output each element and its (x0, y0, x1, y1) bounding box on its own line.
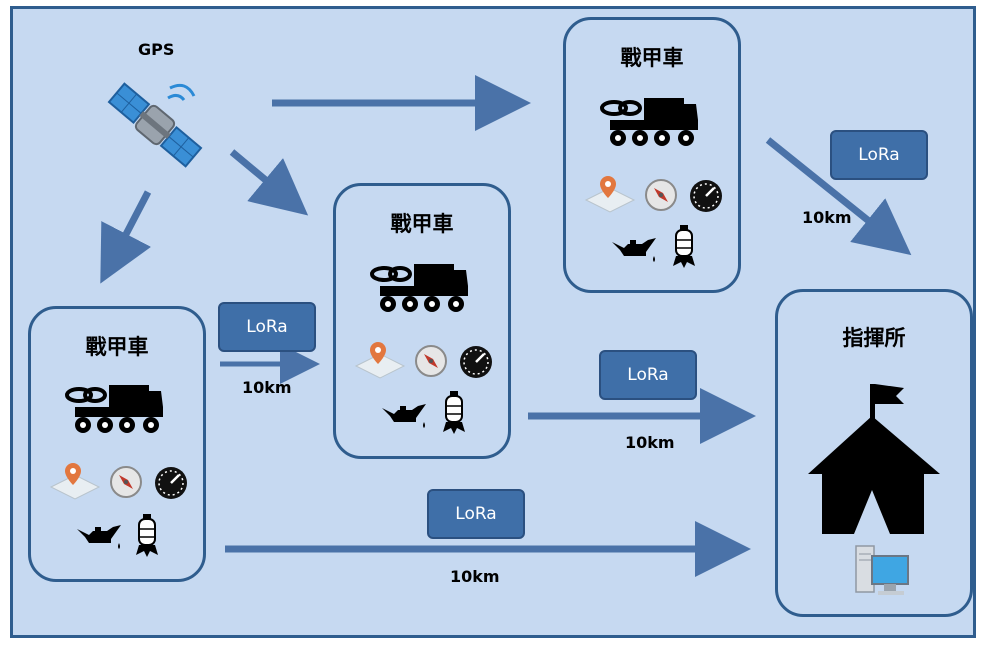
command-post-box: 指揮所 (775, 289, 973, 617)
distance-label: 10km (625, 433, 675, 452)
arrow-gps-to-vehicle-1 (100, 190, 152, 284)
lora-box: LoRa (830, 130, 928, 180)
speedometer-icon (460, 346, 492, 378)
compass-icon (645, 179, 677, 211)
vehicle-box-1: 戰甲車 (28, 306, 206, 582)
truck-icon (65, 385, 163, 433)
lora-box: LoRa (599, 350, 697, 400)
satellite-icon (107, 82, 203, 168)
gps-label: GPS (138, 40, 175, 59)
fuel-tank-icon (673, 225, 695, 268)
distance-label: 10km (802, 208, 852, 227)
map-pin-icon (584, 176, 636, 213)
fuel-tank-icon (443, 391, 465, 434)
oil-can-icon (612, 238, 656, 262)
oil-can-icon (77, 525, 121, 549)
distance-label: 10km (450, 567, 500, 586)
vehicle-title: 戰甲車 (620, 46, 684, 70)
distance-label: 10km (242, 378, 292, 397)
arrow-vehicle-3-to-command (765, 137, 912, 256)
computer-icon (855, 545, 909, 595)
command-post-title: 指揮所 (842, 326, 906, 350)
vehicle-title: 戰甲車 (390, 212, 454, 236)
tent-icon (808, 384, 940, 534)
speedometer-icon (155, 467, 187, 499)
lora-box: LoRa (427, 489, 525, 539)
oil-can-icon (382, 404, 426, 428)
arrow-gps-to-vehicle-2 (229, 149, 309, 216)
fuel-tank-icon (136, 514, 158, 557)
vehicle-box-2: 戰甲車 (333, 183, 511, 459)
map-pin-icon (49, 463, 101, 500)
lora-box: LoRa (218, 302, 316, 352)
compass-icon (110, 466, 142, 498)
map-pin-icon (354, 342, 406, 379)
truck-icon (370, 264, 468, 312)
vehicle-title: 戰甲車 (85, 335, 149, 359)
speedometer-icon (690, 180, 722, 212)
vehicle-box-3: 戰甲車 (563, 17, 741, 293)
compass-icon (415, 345, 447, 377)
truck-icon (600, 98, 698, 146)
